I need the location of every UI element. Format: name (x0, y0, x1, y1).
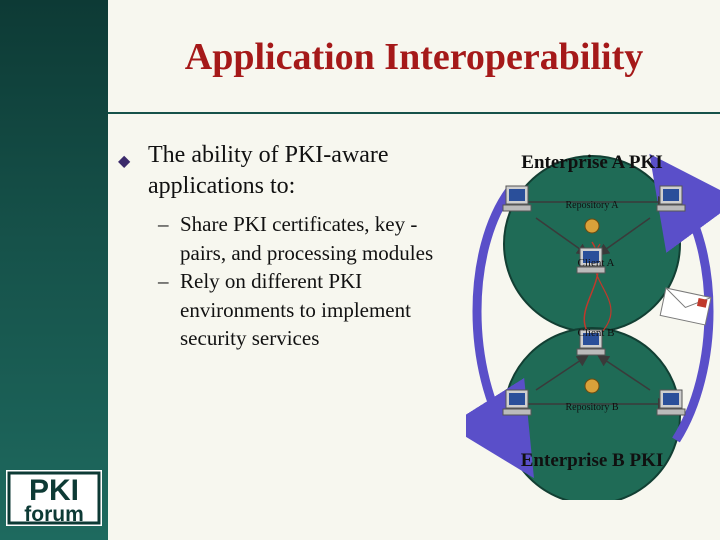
link-line (597, 217, 651, 256)
sub-bullet-list: – Share PKI certificates, key -pairs, an… (158, 210, 458, 353)
computer-icon (576, 247, 606, 274)
computer-icon (576, 329, 606, 356)
sub-bullet-item: – Share PKI certificates, key -pairs, an… (158, 210, 458, 267)
pki-forum-logo: PKI forum (6, 470, 102, 526)
repository-a-label: Repository A (565, 200, 619, 211)
computer-icon (502, 389, 532, 416)
sub-bullet-item: – Rely on different PKI environments to … (158, 267, 458, 353)
dash-marker: – (158, 212, 169, 236)
enterprise-a-circle (503, 155, 681, 333)
title-band (108, 0, 720, 114)
main-bullet-text: The ability of PKI-aware applications to… (148, 142, 389, 199)
enterprise-b-label: Enterprise B PKI (521, 450, 664, 471)
computer-icon (656, 389, 686, 416)
computer-icon (502, 185, 532, 212)
client-a-label: Client A (578, 257, 615, 269)
bullet-diamond-icon: ◆ (118, 153, 131, 170)
slide-title: Application Interoperability (184, 36, 644, 78)
left-interop-arrow (466, 187, 534, 479)
envelope-icon (659, 287, 712, 326)
sub-bullet-text: Share PKI certificates, key -pairs, and … (180, 212, 434, 265)
svg-text:PKI: PKI (29, 474, 79, 507)
link-line (535, 354, 589, 391)
client-b-label: Client B (578, 327, 615, 339)
certificate-seal-icon (584, 218, 600, 234)
repository-b-label: Repository B (565, 402, 618, 413)
dash-marker: – (158, 269, 169, 293)
pki-interop-diagram: Enterprise A PKI Repository A Client A C… (466, 152, 720, 500)
right-interop-arrow (649, 153, 720, 443)
certificate-seal-icon (584, 378, 600, 394)
link-line (597, 354, 651, 391)
enterprise-a-label: Enterprise A PKI (521, 152, 662, 173)
svg-text:forum: forum (24, 503, 84, 526)
computer-icon (656, 185, 686, 212)
link-line (535, 217, 589, 256)
sidebar-band: PKI forum (0, 0, 108, 540)
sub-bullet-text: Rely on different PKI environments to im… (180, 269, 411, 350)
